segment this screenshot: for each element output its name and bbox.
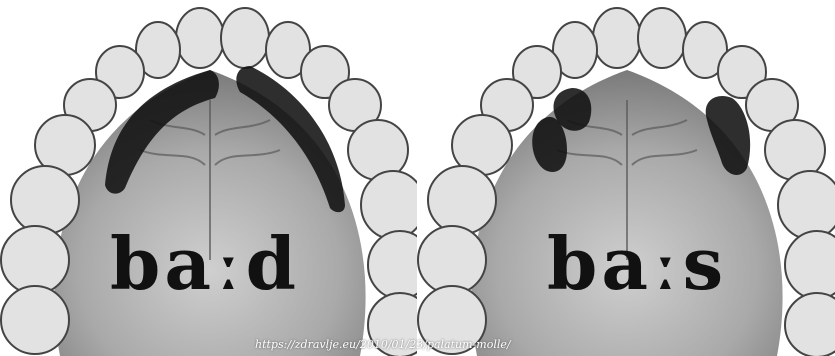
ipa-transcription: baːs xyxy=(547,228,727,300)
palatogram-panel-bad: baːd xyxy=(0,0,418,356)
source-credit: https://zdravlje.eu/2010/01/23/palatum-m… xyxy=(255,338,511,351)
ipa-transcription: baːd xyxy=(110,228,300,300)
palatogram-panel-bas: baːs xyxy=(417,0,835,356)
